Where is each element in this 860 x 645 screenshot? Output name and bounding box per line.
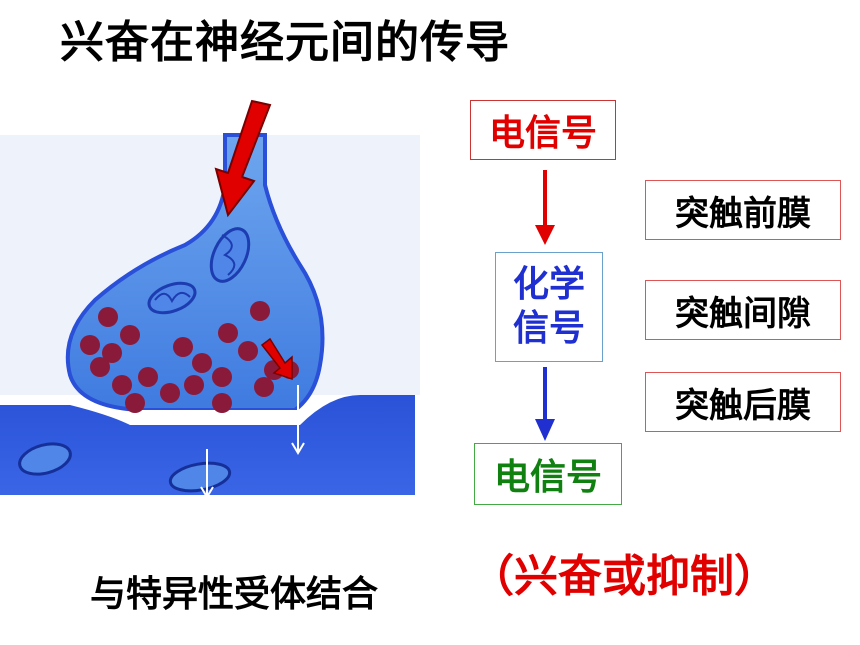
red-down-arrow <box>535 170 555 245</box>
signal-in-arrow <box>214 99 272 218</box>
excitation-or-inhibition: （兴奋或抑制） <box>470 551 778 602</box>
postsynaptic-membrane-label: 突触后膜 <box>645 372 841 432</box>
page-title: 兴奋在神经元间的传导 <box>60 17 510 68</box>
chemical-signal-line2: 信号 <box>512 308 585 349</box>
electrical-signal-bottom: 电信号 <box>474 443 622 505</box>
synaptic-cleft-label: 突触间隙 <box>645 280 841 340</box>
chemical-signal-line1: 化学 <box>512 264 585 305</box>
electrical-signal-top: 电信号 <box>470 100 616 160</box>
receptor-binding-caption: 与特异性受体结合 <box>90 574 379 615</box>
vesicle-release-arrow <box>260 337 293 381</box>
transmitter-down-arrows <box>200 385 305 499</box>
postsynaptic-neuron <box>0 395 415 495</box>
synapse-diagram <box>0 99 420 499</box>
chemical-signal: 化学 信号 <box>495 252 603 362</box>
synaptic-vesicles <box>80 301 299 413</box>
mitochondria <box>18 227 251 493</box>
presynaptic-membrane-label: 突触前膜 <box>645 180 841 240</box>
blue-down-arrow <box>535 367 555 441</box>
